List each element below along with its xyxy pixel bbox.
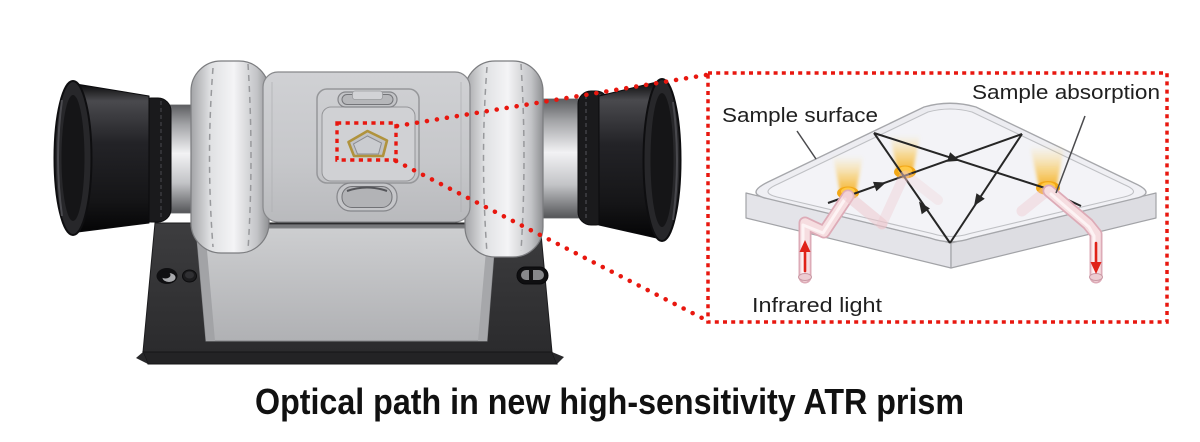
sample-surface-leader: [796, 130, 817, 160]
base-corner-left: [136, 352, 148, 364]
entry-stub-1: [842, 190, 888, 230]
central-block: [262, 71, 471, 223]
bottom-slot-shadow: [346, 186, 388, 192]
top-slot: [337, 90, 398, 108]
inset-labels: Sample surface Sample absorption Infrare…: [722, 82, 1160, 317]
right-disc: [464, 60, 544, 258]
entry-tube-endcap: [798, 273, 812, 281]
slot-hole-right-notch: [529, 269, 533, 281]
screw-hole-left-bore: [160, 271, 171, 279]
ir-direction-arrows: [799, 240, 1102, 274]
label-leaders: [796, 115, 1086, 194]
pedestal-edge-left: [196, 228, 215, 341]
inset-dotted-border: [706, 71, 1169, 324]
exit-tube-highlight: [1049, 192, 1096, 276]
beam-to-exit-segment: [873, 132, 1049, 190]
left-barrel-assembly: [53, 80, 208, 236]
ir-in-arrowhead: [799, 240, 811, 252]
ir-light-pipes: [798, 170, 1103, 284]
sample-surface-label: Sample surface: [722, 105, 878, 127]
entry-stub-2: [877, 171, 909, 229]
infrared-light-label: Infrared light: [752, 295, 883, 317]
inset-panel: Sample surface Sample absorption Infrare…: [706, 71, 1169, 324]
glow-cone-left: [833, 156, 863, 196]
right-end-flange-bore: [650, 93, 674, 227]
device-illustration: [53, 60, 682, 365]
right-flange-highlight: [672, 101, 678, 221]
red-callout: [335, 72, 709, 323]
prism-pentagon-inner: [352, 135, 383, 155]
beam-entry-segment: [827, 133, 1023, 204]
sample-absorption-leader: [1055, 115, 1086, 194]
entry-stub-3: [901, 170, 943, 205]
left-disc: [190, 60, 270, 254]
beam-arrowhead-3: [947, 152, 960, 162]
mounting-holes: [156, 266, 549, 285]
beam-arrowhead-2: [919, 201, 930, 215]
beam-arrowhead-4: [974, 193, 985, 206]
glow-cone-right: [1030, 146, 1064, 191]
ir-out-arrowhead: [1090, 262, 1102, 274]
left-flange-highlight: [57, 99, 63, 217]
base-corner-right: [552, 352, 564, 364]
right-barrel-assembly: [533, 78, 682, 242]
sample-absorption-label: Sample absorption: [972, 82, 1160, 104]
beam-arrowhead-1: [873, 181, 886, 192]
beam-down-left-segment: [949, 133, 1023, 244]
left-disc-seam: [208, 67, 214, 248]
left-disc-seam-2: [247, 63, 252, 251]
left-end-flange-bore: [61, 95, 85, 221]
top-slot-tab: [352, 90, 383, 100]
screw-hole-small-bore: [185, 271, 194, 279]
exit-tube-endcap: [1089, 273, 1103, 281]
beam-up-left-segment: [873, 132, 951, 244]
callout-rectangle: [335, 121, 398, 162]
bottom-slot: [336, 182, 398, 212]
base-plate-front: [142, 351, 558, 365]
right-disc-seam: [482, 66, 488, 254]
figure-caption: Optical path in new high-sensitivity ATR…: [255, 381, 964, 422]
right-disc-seam-2: [520, 63, 525, 252]
prism-window: [347, 129, 389, 158]
callout-line-upper: [394, 72, 709, 129]
